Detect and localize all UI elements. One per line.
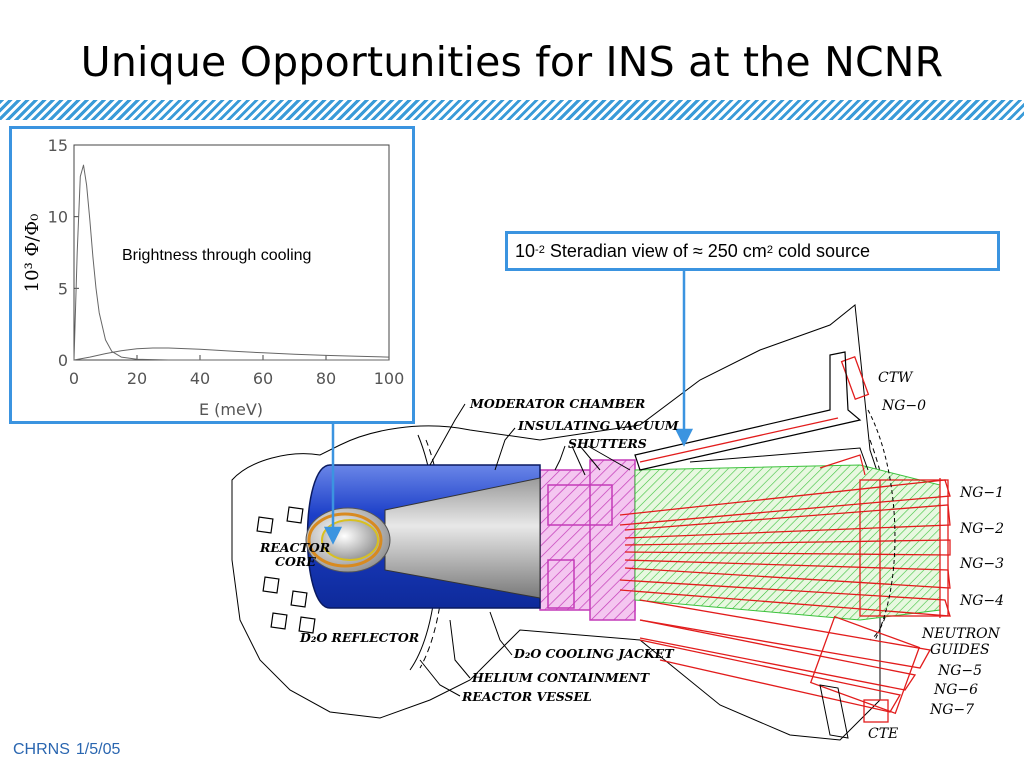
x-tick-label: 0 (69, 369, 79, 388)
y-tick-label: 0 (58, 351, 68, 370)
plot-ticks: 0 20 40 60 80 100 0 5 10 15 (48, 136, 405, 388)
label-neutron-guides-2: GUIDES (930, 642, 990, 658)
label-ng-6: NG−6 (933, 682, 978, 698)
label-reactor-core-2: CORE (275, 554, 316, 569)
y-tick-label: 15 (48, 136, 68, 155)
plot-annotation: Brightness through cooling (122, 247, 311, 264)
label-ng-4: NG−4 (959, 593, 1004, 609)
callout-pre: 10 (515, 240, 536, 261)
x-tick-label: 60 (253, 369, 273, 388)
label-d2o-reflector: D₂O REFLECTOR (299, 630, 419, 645)
plot-frame (73, 144, 390, 361)
y-tick-label: 10 (48, 208, 68, 227)
plot-series (73, 164, 390, 361)
page-title: Unique Opportunities for INS at the NCNR (80, 38, 944, 86)
plot-ylabel: 10³ Φ/Φ₀ (22, 214, 43, 293)
label-moderator-chamber: MODERATOR CHAMBER (469, 396, 645, 411)
label-ctw: CTW (878, 370, 914, 386)
x-tick-label: 80 (316, 369, 336, 388)
brightness-plot: 0 20 40 60 80 100 0 5 10 15 Brightness through co… (22, 136, 405, 419)
label-ng-3: NG−3 (959, 556, 1004, 572)
plot-xlabel: E (meV) (199, 400, 263, 419)
facility-outline (231, 304, 881, 741)
label-d2o-cooling-jacket: D₂O COOLING JACKET (513, 646, 675, 661)
title-divider-stripe (0, 100, 1024, 120)
callout-mid: Steradian view of ≈ 250 cm (544, 240, 767, 261)
x-tick-label: 40 (190, 369, 210, 388)
label-reactor-vessel: REACTOR VESSEL (461, 689, 592, 704)
series-line-1 (73, 347, 390, 361)
label-ng-0: NG−0 (881, 398, 926, 414)
label-insulating-vacuum: INSULATING VACUUM (517, 418, 680, 433)
brightness-plot-panel: 0 20 40 60 80 100 0 5 10 15 Brightness through co… (9, 126, 415, 424)
series-line-0 (73, 164, 389, 361)
label-ng-2: NG−2 (959, 521, 1004, 537)
x-tick-label: 20 (127, 369, 147, 388)
callout-post: cold source (772, 240, 870, 261)
label-ng-1: NG−1 (959, 485, 1004, 501)
footer: CHRNS 1/5/05 (13, 741, 126, 759)
label-cte: CTE (868, 726, 898, 742)
label-ng-7: NG−7 (929, 702, 974, 718)
label-helium-containment: HELIUM CONTAINMENT (471, 670, 651, 685)
label-shutters: SHUTTERS (568, 436, 647, 451)
label-neutron-guides-1: NEUTRON (921, 626, 1001, 642)
label-reactor-core-1: REACTOR (259, 540, 330, 555)
x-tick-label: 100 (374, 369, 405, 388)
footer-date: 1/5/05 (75, 741, 121, 758)
label-ng-5: NG−5 (937, 663, 982, 679)
y-tick-label: 5 (58, 279, 68, 298)
footer-org: CHRNS (13, 741, 70, 758)
